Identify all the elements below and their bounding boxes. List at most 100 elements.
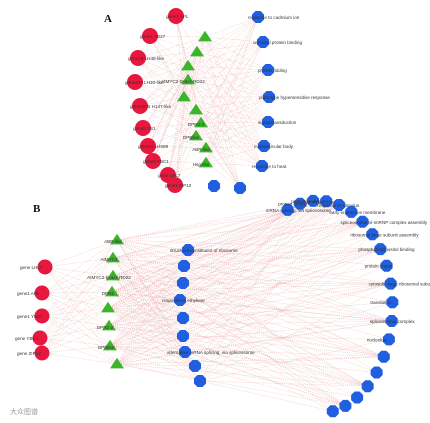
edge-line xyxy=(116,239,184,319)
edge-line xyxy=(109,283,391,347)
edge-line xyxy=(187,209,288,251)
edge-line xyxy=(108,325,346,407)
tf-node-label: Hsp-like xyxy=(193,162,210,167)
tf-node xyxy=(110,233,124,245)
edge-line xyxy=(116,248,381,365)
edge-line xyxy=(116,200,314,365)
gene-node-label: gene21 LH089 xyxy=(138,144,169,149)
edge-line xyxy=(44,266,113,293)
go-term-node xyxy=(193,374,207,388)
edge-line xyxy=(194,211,352,367)
edge-line xyxy=(137,57,189,67)
edge-line xyxy=(107,200,314,309)
edge-line xyxy=(137,57,189,81)
edge-line xyxy=(112,204,340,259)
edge-line xyxy=(116,239,346,407)
gene-node-label: gene ZIP12 xyxy=(17,351,41,356)
edge-line xyxy=(41,352,118,365)
tf-node xyxy=(198,30,212,42)
edge-line xyxy=(182,302,393,319)
tf-node xyxy=(102,319,116,331)
go-term-node xyxy=(281,203,294,216)
edge-line xyxy=(109,248,381,347)
edge-line xyxy=(196,51,270,98)
go-term-node xyxy=(233,181,247,195)
edge-line xyxy=(111,291,384,357)
edge-line xyxy=(116,239,196,367)
edge-line xyxy=(107,307,384,357)
go-term-node-label: translation xyxy=(370,300,392,305)
tf-node xyxy=(101,301,115,313)
go-term-node xyxy=(261,115,275,129)
edge-line xyxy=(194,365,358,398)
edge-line xyxy=(182,282,391,284)
edge-line xyxy=(204,36,265,147)
edge-line xyxy=(205,147,263,167)
edge-line xyxy=(41,291,113,317)
edge-line xyxy=(187,249,377,373)
edge-line xyxy=(112,275,346,407)
edge-line xyxy=(205,96,270,164)
go-term-node xyxy=(377,350,390,363)
edge-line xyxy=(112,275,392,322)
edge-line xyxy=(41,325,110,354)
tf-node xyxy=(199,141,213,153)
gene-node-label: gene1 APL xyxy=(166,14,189,19)
edge-line xyxy=(134,79,189,83)
edge-line xyxy=(108,204,340,327)
edge-line xyxy=(41,345,111,354)
gene-node-label: gene1 ZIP12 xyxy=(165,183,192,188)
edge-line xyxy=(187,16,259,81)
edge-line xyxy=(152,109,197,162)
edge-line xyxy=(41,257,114,354)
edge-line xyxy=(112,209,288,277)
tf-node-label: AtMYC2-bHLH-RD22 xyxy=(161,79,205,84)
edge-line xyxy=(116,239,189,251)
go-term-node xyxy=(307,194,320,207)
edge-line xyxy=(187,249,387,266)
go-term-node xyxy=(380,259,393,272)
edge-line xyxy=(196,51,269,123)
go-term-node xyxy=(181,243,195,257)
edge-line xyxy=(41,257,114,317)
edge-line xyxy=(111,283,391,293)
go-term-node xyxy=(178,345,192,359)
edge-line xyxy=(116,320,392,365)
edge-line xyxy=(205,145,265,164)
edge-line xyxy=(195,109,269,123)
go-term-node xyxy=(374,243,387,256)
edge-line xyxy=(179,299,377,373)
edge-line xyxy=(109,200,314,347)
edge-line xyxy=(167,109,197,176)
edge-line xyxy=(108,325,368,387)
gene-node-label: gene1 YB27 xyxy=(140,34,166,39)
gene-node xyxy=(145,153,161,169)
edge-line xyxy=(183,16,259,98)
edge-line xyxy=(142,79,189,129)
edge-line xyxy=(205,147,241,189)
edge-line xyxy=(109,345,346,407)
gene-node xyxy=(34,285,50,301)
go-term-node-label: structural constituent of ribosome xyxy=(170,248,238,253)
go-term-node xyxy=(176,276,190,290)
edge-line xyxy=(134,81,185,98)
edge-line xyxy=(142,122,202,129)
edge-line xyxy=(204,36,241,189)
edge-line xyxy=(44,266,109,309)
gene-node-label: gene LHL7 xyxy=(20,265,43,270)
go-term-node xyxy=(256,35,270,49)
edge-line xyxy=(112,257,184,284)
go-term-node-label: mRNA splicing, via spliceosome xyxy=(266,208,332,213)
edge-line xyxy=(187,65,263,167)
edge-line xyxy=(112,257,196,367)
edge-line xyxy=(112,257,392,322)
edge-line xyxy=(112,275,391,284)
edge-line xyxy=(109,299,181,347)
go-term-node xyxy=(257,139,271,153)
edge-line xyxy=(112,248,381,259)
go-term-node-label: protein binding xyxy=(291,199,322,204)
tf-node xyxy=(199,156,213,168)
tf-node xyxy=(190,45,204,57)
edge-line xyxy=(147,96,185,147)
